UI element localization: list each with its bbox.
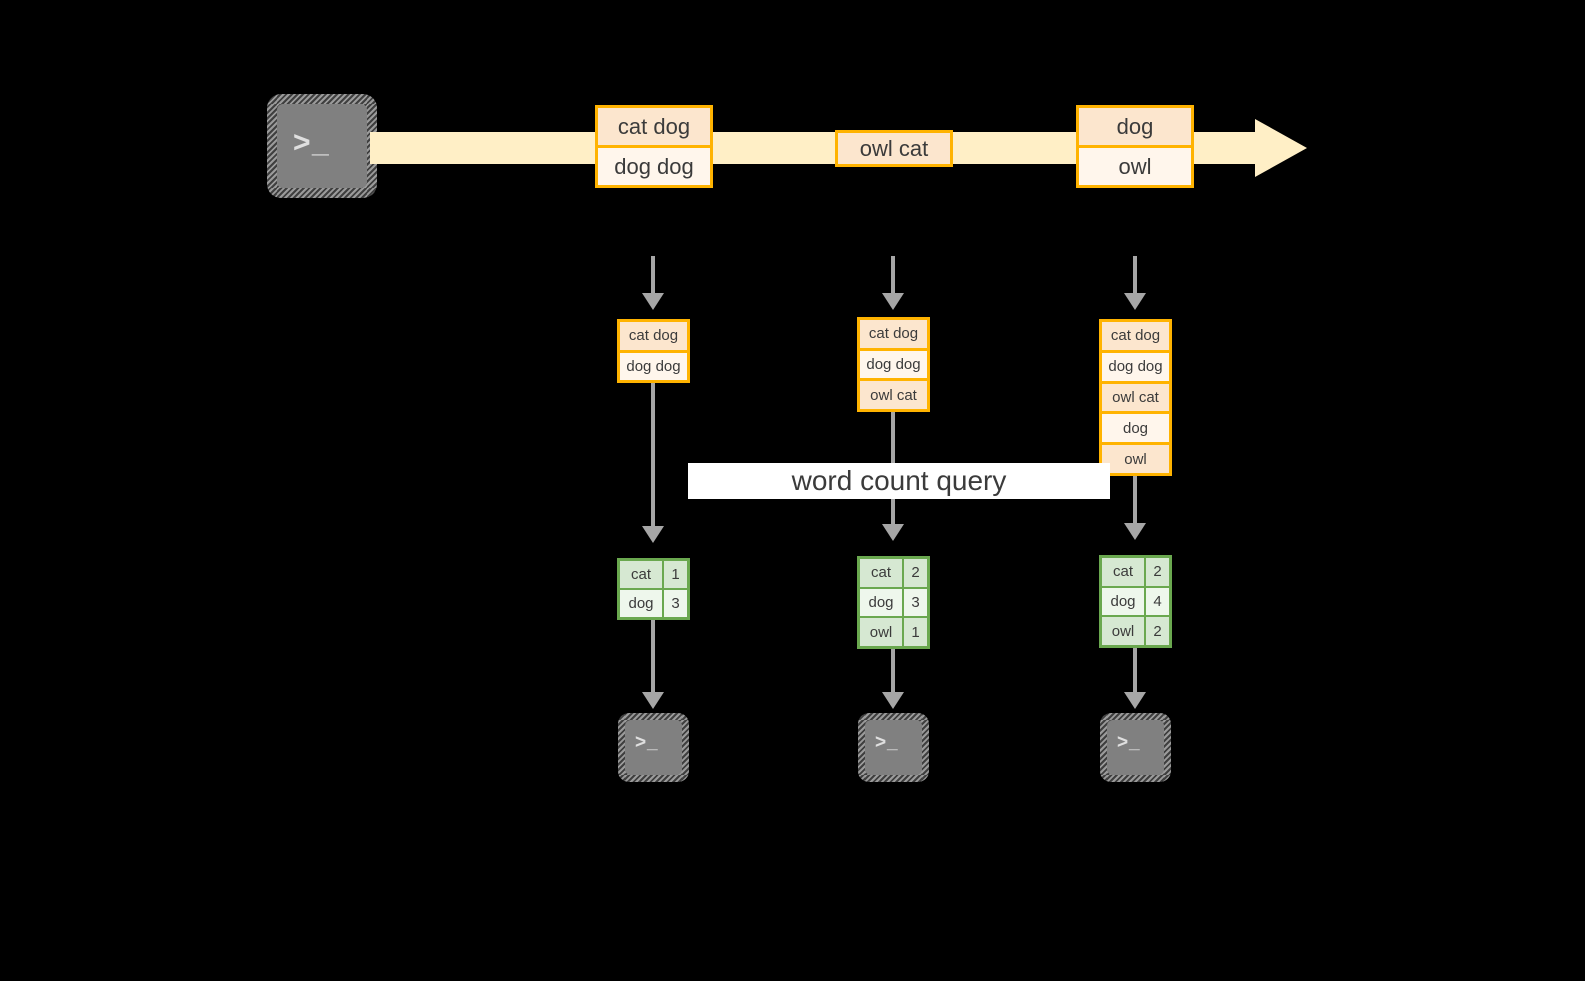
result-word: owl bbox=[1102, 617, 1146, 646]
stream-event-line: owl cat bbox=[838, 133, 950, 164]
stream-event-line: cat dog bbox=[598, 108, 710, 145]
terminal-screen: >_ bbox=[1107, 720, 1164, 775]
snapshot-table-col1[interactable]: cat dog dog dog bbox=[617, 319, 690, 383]
sink-arrow-head-col1 bbox=[642, 692, 664, 709]
solid-arrow-shaft-col1 bbox=[651, 383, 655, 531]
solid-arrow-head-col3 bbox=[1124, 523, 1146, 540]
terminal-screen: >_ bbox=[277, 104, 367, 188]
result-count: 3 bbox=[911, 594, 920, 611]
result-table-col3[interactable]: cat 2 dog 4 owl 2 bbox=[1099, 555, 1172, 648]
snapshot-table-col2[interactable]: cat dog dog dog owl cat bbox=[857, 317, 930, 412]
table-row: cat 2 bbox=[860, 559, 927, 587]
table-row: dog 4 bbox=[1102, 585, 1169, 616]
result-word: cat bbox=[620, 561, 664, 588]
stream-event-group-3[interactable]: dog owl bbox=[1076, 105, 1194, 188]
result-count: 1 bbox=[671, 566, 680, 583]
sink-terminal-icon-col1: >_ bbox=[618, 713, 689, 782]
stream-event-group-2[interactable]: owl cat bbox=[835, 130, 953, 167]
snapshot-line: owl cat bbox=[860, 378, 927, 410]
dashed-arrow-shaft-col3 bbox=[1133, 256, 1137, 296]
solid-arrow-head-col2 bbox=[882, 524, 904, 541]
dashed-arrow-head-col3 bbox=[1124, 293, 1146, 310]
sink-terminal-icon-col3: >_ bbox=[1100, 713, 1171, 782]
result-count: 3 bbox=[671, 595, 680, 612]
result-word: dog bbox=[1102, 587, 1146, 616]
terminal-prompt-glyph: >_ bbox=[875, 732, 899, 753]
dashed-arrow-shaft-col2 bbox=[891, 256, 895, 296]
terminal-prompt-glyph: >_ bbox=[635, 732, 659, 753]
dashed-arrow-shaft-col1 bbox=[651, 256, 655, 296]
result-word: owl bbox=[860, 618, 904, 647]
stream-event-line: dog dog bbox=[598, 145, 710, 185]
result-count: 2 bbox=[1153, 622, 1162, 640]
sink-terminal-icon-col2: >_ bbox=[858, 713, 929, 782]
terminal-prompt-glyph: >_ bbox=[1117, 732, 1141, 753]
dashed-arrow-head-col1 bbox=[642, 293, 664, 310]
table-row: owl 1 bbox=[860, 616, 927, 647]
snapshot-line: dog dog bbox=[620, 349, 687, 380]
sink-arrow-head-col2 bbox=[882, 692, 904, 709]
query-label: word count query bbox=[688, 463, 1110, 499]
solid-arrow-head-col1 bbox=[642, 526, 664, 543]
snapshot-table-col3[interactable]: cat dog dog dog owl cat dog owl bbox=[1099, 319, 1172, 476]
sink-arrow-shaft-col3 bbox=[1133, 648, 1137, 695]
snapshot-line: cat dog bbox=[620, 322, 687, 350]
result-count: 1 bbox=[911, 623, 920, 641]
result-count: 2 bbox=[1153, 563, 1162, 581]
terminal-screen: >_ bbox=[865, 720, 922, 775]
table-row: cat 2 bbox=[1102, 558, 1169, 586]
result-count: 4 bbox=[1153, 593, 1162, 610]
stream-event-group-1[interactable]: cat dog dog dog bbox=[595, 105, 713, 188]
result-word: cat bbox=[1102, 558, 1146, 586]
sink-arrow-head-col3 bbox=[1124, 692, 1146, 709]
table-row: dog 3 bbox=[620, 588, 687, 617]
table-row: owl 2 bbox=[1102, 615, 1169, 646]
terminal-prompt-glyph: >_ bbox=[293, 126, 331, 159]
snapshot-line: owl bbox=[1102, 442, 1169, 473]
dashed-arrow-head-col2 bbox=[882, 293, 904, 310]
result-table-col1[interactable]: cat 1 dog 3 bbox=[617, 558, 690, 620]
snapshot-line: cat dog bbox=[860, 320, 927, 348]
snapshot-line: cat dog bbox=[1102, 322, 1169, 350]
query-label-text: word count query bbox=[791, 465, 1007, 496]
result-word: dog bbox=[620, 590, 664, 617]
result-word: cat bbox=[860, 559, 904, 587]
result-count: 2 bbox=[911, 564, 920, 582]
snapshot-line: dog bbox=[1102, 411, 1169, 443]
stream-arrowhead bbox=[1255, 119, 1307, 177]
terminal-screen: >_ bbox=[625, 720, 682, 775]
result-table-col2[interactable]: cat 2 dog 3 owl 1 bbox=[857, 556, 930, 649]
snapshot-line: owl cat bbox=[1102, 380, 1169, 412]
stream-event-line: owl bbox=[1079, 145, 1191, 185]
snapshot-line: dog dog bbox=[1102, 349, 1169, 381]
solid-arrow-shaft-col3 bbox=[1133, 476, 1137, 528]
table-row: cat 1 bbox=[620, 561, 687, 588]
snapshot-line: dog dog bbox=[860, 347, 927, 379]
stream-event-line: dog bbox=[1079, 108, 1191, 145]
result-word: dog bbox=[860, 588, 904, 617]
sink-arrow-shaft-col2 bbox=[891, 649, 895, 695]
source-terminal-icon: >_ bbox=[267, 94, 377, 198]
table-row: dog 3 bbox=[860, 586, 927, 617]
sink-arrow-shaft-col1 bbox=[651, 620, 655, 695]
